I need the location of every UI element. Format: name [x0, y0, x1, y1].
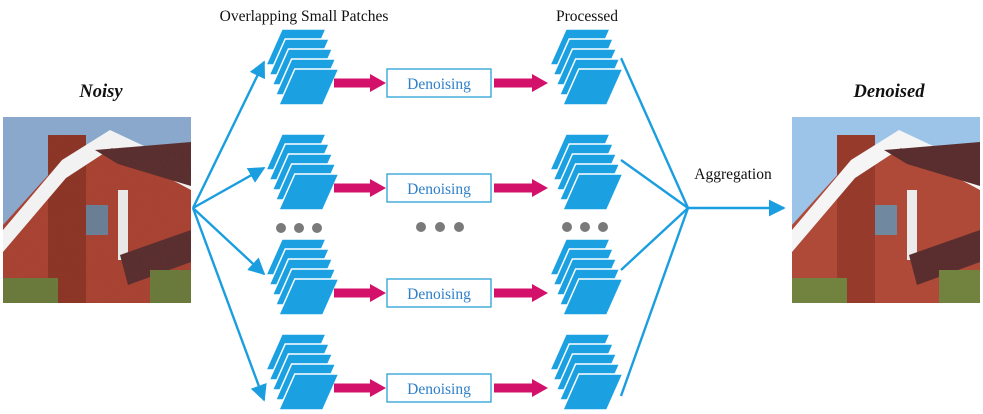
magenta-arrow-out [494, 179, 548, 197]
patches-title: Overlapping Small Patches [220, 8, 389, 25]
processed-patch-stack [548, 28, 624, 106]
noisy-image [3, 117, 191, 303]
patch-row: Denoising [264, 133, 624, 211]
split-arrows [191, 60, 267, 402]
magenta-arrow-in [334, 74, 386, 92]
input-patch-stack [264, 238, 340, 316]
input-patch-stack [264, 28, 340, 106]
magenta-arrow-out [494, 379, 548, 397]
ellipsis-dots [276, 222, 608, 233]
denoised-image [792, 117, 980, 303]
denoised-label: Denoised [853, 82, 926, 102]
patch-row: Denoising [264, 333, 624, 411]
processed-patch-stack [548, 238, 624, 316]
processed-patch-stack [548, 333, 624, 411]
denoising-label: Denoising [407, 381, 471, 398]
processed-patch-stack [548, 133, 624, 211]
magenta-arrow-in [334, 179, 386, 197]
denoising-label: Denoising [407, 76, 471, 93]
denoising-box: Denoising [386, 278, 492, 308]
magenta-arrow-in [334, 284, 386, 302]
denoising-box: Denoising [386, 373, 492, 403]
magenta-arrow-out [494, 74, 548, 92]
magenta-arrow-in [334, 379, 386, 397]
denoising-label: Denoising [407, 286, 471, 303]
denoising-box: Denoising [386, 173, 492, 203]
aggregation-lines [619, 57, 786, 397]
denoising-label: Denoising [407, 181, 471, 198]
denoising-box: Denoising [386, 68, 492, 98]
patch-row: Denoising [264, 28, 624, 106]
input-patch-stack [264, 133, 340, 211]
processed-title: Processed [556, 8, 618, 25]
noisy-label: Noisy [78, 82, 123, 102]
patch-row: Denoising [264, 238, 624, 316]
magenta-arrow-out [494, 284, 548, 302]
aggregation-label: Aggregation [694, 166, 772, 183]
input-patch-stack [264, 333, 340, 411]
